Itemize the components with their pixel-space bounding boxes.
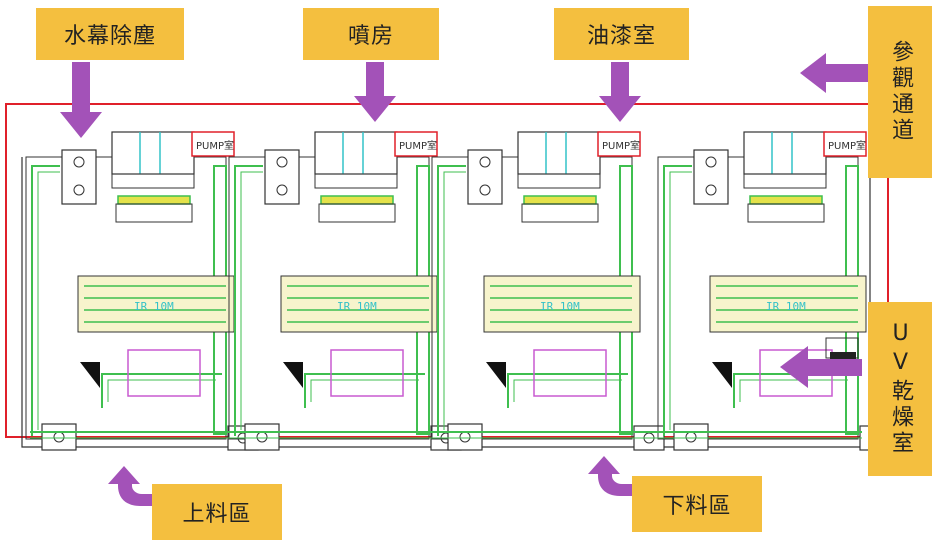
booth-grate [749,195,823,205]
fan-icon [276,156,288,168]
bay-1: PUMP室 IR 10M [25,131,259,451]
arrow-visitor-passage [800,53,868,93]
corner-wedge [486,362,506,388]
conveyor-left-inner [669,171,692,430]
booth-base [111,173,195,189]
booth-pit [115,203,193,223]
water-curtain-unit [693,149,729,205]
cure-zone [330,349,404,397]
lower-conveyor [507,373,628,408]
conveyor-left [31,165,60,436]
label-loading-area: 上料區 [152,484,282,540]
spray-booth-unit [517,131,601,175]
pump-room [823,131,867,157]
booth-grate [320,195,394,205]
spray-booth-unit [111,131,195,175]
fan-icon [705,156,717,168]
arrow-unloading-area [588,456,632,496]
ir-oven-label: IR 10M [540,300,580,313]
bay-2: PUMP室 IR 10M [228,131,462,451]
booth-grate [523,195,597,205]
arrow-uv-dryer [780,346,862,388]
pump-room-label: PUMP室 [399,139,437,152]
ir-oven-label: IR 10M [337,300,377,313]
label-uv-dryer: UV乾燥室 [868,302,932,476]
label-spray-booth: 噴房 [303,8,439,60]
label-paint-room: 油漆室 [554,8,689,60]
arrow-water-curtain [60,62,102,138]
booth-pit [521,203,599,223]
arrow-paint-room [599,62,641,122]
arrow-spray-booth [354,62,396,122]
spray-booth-unit [743,131,827,175]
lower-conveyor [304,373,425,408]
booth-pit [318,203,396,223]
fan-icon [479,184,491,196]
cure-zone [127,349,201,397]
pump-room [394,131,438,157]
lower-conveyor-inner [310,379,419,402]
arrows [60,53,868,388]
pump-room [191,131,235,157]
transfer-station [41,423,77,451]
conveyor-left [663,165,692,436]
lower-conveyor-inner [107,379,216,402]
spray-booth-unit [314,131,398,175]
fan-icon [276,184,288,196]
booth-base [743,173,827,189]
label-visitor-passage: 參觀通道 [868,6,932,178]
transfer-station [673,423,709,451]
label-water-curtain: 水幕除塵 [36,8,184,60]
fan-icon [479,156,491,168]
water-curtain-unit [467,149,503,205]
booth-grate [117,195,191,205]
arrow-loading-area [108,466,152,506]
bay-3: PUMP室 IR 10M [431,131,665,451]
fan-icon [73,156,85,168]
water-curtain-unit [61,149,97,205]
corner-wedge [283,362,303,388]
bay-4: PUMP室 IR 10M [657,131,891,451]
transfer-station [447,423,483,451]
conveyor-left-inner [37,171,60,430]
conveyor-left-inner [240,171,263,430]
pump-room-label: PUMP室 [602,139,640,152]
conveyor-left [437,165,466,436]
pump-room-label: PUMP室 [196,139,234,152]
corner-wedge [80,362,100,388]
conveyor-left-inner [443,171,466,430]
cure-zone [533,349,607,397]
ir-oven-label: IR 10M [766,300,806,313]
fan-icon [73,184,85,196]
lower-conveyor [101,373,222,408]
lower-conveyor-inner [739,379,848,402]
corner-wedge [712,362,732,388]
water-curtain-unit [264,149,300,205]
lower-conveyor [733,373,854,408]
transfer-station [244,423,280,451]
ir-oven-label: IR 10M [134,300,174,313]
booth-base [517,173,601,189]
uv-box-dark [830,352,856,362]
pump-room [597,131,641,157]
booth-pit [747,203,825,223]
fan-icon [705,184,717,196]
lower-conveyor-inner [513,379,622,402]
pump-room-label: PUMP室 [828,139,866,152]
conveyor-left [234,165,263,436]
label-unloading-area: 下料區 [632,476,762,532]
booth-base [314,173,398,189]
